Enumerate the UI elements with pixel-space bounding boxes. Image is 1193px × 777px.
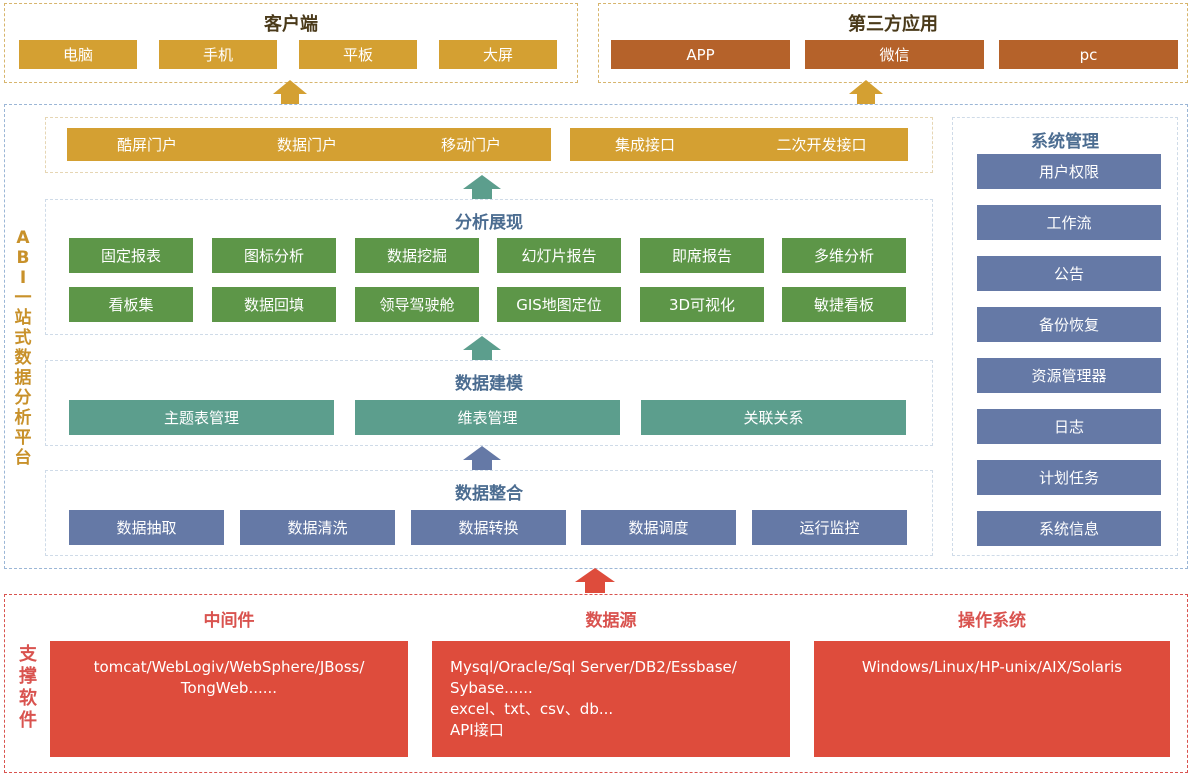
client-item-tablet: 平板 (299, 40, 417, 69)
middleware-line: TongWeb...... (180, 679, 278, 697)
portal-item-mobile: 移动门户 (440, 136, 501, 154)
arrow-stem (472, 459, 492, 470)
middleware-line: tomcat/WebLogiv/WebSphere/JBoss/ (93, 658, 365, 676)
modeling-title: 数据建模 (455, 374, 523, 394)
integration-item: 数据抽取 (69, 510, 224, 545)
portal-item-data: 数据门户 (276, 136, 337, 154)
system-item: 备份恢复 (977, 307, 1161, 342)
analysis-item: 看板集 (69, 287, 193, 322)
arrow-stem (472, 188, 492, 199)
arrow-stem (281, 93, 299, 104)
up-arrow-icon (575, 568, 615, 582)
analysis-item: 多维分析 (782, 238, 906, 273)
up-arrow-icon (273, 80, 307, 94)
datasource-line: API接口 (450, 721, 504, 739)
analysis-item: 即席报告 (640, 238, 764, 273)
system-item: 日志 (977, 409, 1161, 444)
modeling-item: 维表管理 (355, 400, 620, 435)
up-arrow-icon (463, 336, 501, 350)
client-item-phone: 手机 (159, 40, 277, 69)
portal-item-cool: 酷屏门户 (116, 136, 177, 154)
datasource-card: Mysql/Oracle/Sql Server/DB2/Essbase/ Syb… (432, 641, 790, 757)
arrow-stem (472, 349, 492, 360)
datasource-line: Mysql/Oracle/Sql Server/DB2/Essbase/ (450, 658, 737, 676)
up-arrow-icon (849, 80, 883, 94)
modeling-item: 主题表管理 (69, 400, 334, 435)
analysis-item: 数据挖掘 (355, 238, 479, 273)
integration-title: 数据整合 (455, 484, 523, 504)
analysis-item: 固定报表 (69, 238, 193, 273)
modeling-item: 关联关系 (641, 400, 906, 435)
datasource-line: excel、txt、csv、db... (450, 700, 614, 718)
integration-item: 数据转换 (411, 510, 566, 545)
analysis-item: 领导驾驶舱 (355, 287, 479, 322)
system-item: 资源管理器 (977, 358, 1161, 393)
integration-item: 数据调度 (581, 510, 736, 545)
analysis-item: 图标分析 (212, 238, 336, 273)
analysis-item: 数据回填 (212, 287, 336, 322)
client-title: 客户端 (264, 14, 318, 35)
platform-vertical-title: A B I 一 站 式 数 据 分 析 平 台 (14, 228, 32, 468)
system-item: 系统信息 (977, 511, 1161, 546)
third-party-title: 第三方应用 (848, 14, 938, 35)
analysis-title: 分析展现 (455, 213, 523, 233)
os-title: 操作系统 (958, 611, 1026, 631)
system-panel (952, 117, 1178, 556)
portal-panel (45, 117, 933, 173)
system-item: 计划任务 (977, 460, 1161, 495)
integration-panel (45, 470, 933, 556)
system-item: 用户权限 (977, 154, 1161, 189)
system-item: 工作流 (977, 205, 1161, 240)
support-panel (4, 594, 1188, 773)
integration-item: 运行监控 (752, 510, 907, 545)
analysis-item: GIS地图定位 (497, 287, 621, 322)
integration-item: 数据清洗 (240, 510, 395, 545)
interface-bar (570, 128, 908, 161)
os-card: Windows/Linux/HP-unix/AIX/Solaris (814, 641, 1170, 757)
modeling-panel (45, 360, 933, 446)
client-item-bigscreen: 大屏 (439, 40, 557, 69)
arrow-stem (857, 93, 875, 104)
system-item: 公告 (977, 256, 1161, 291)
up-arrow-icon (463, 175, 501, 189)
system-title: 系统管理 (1031, 132, 1099, 152)
analysis-panel (45, 199, 933, 335)
middleware-card: tomcat/WebLogiv/WebSphere/JBoss/ TongWeb… (50, 641, 408, 757)
analysis-item: 3D可视化 (640, 287, 764, 322)
analysis-item: 幻灯片报告 (497, 238, 621, 273)
client-item-pc: 电脑 (19, 40, 137, 69)
portal-bar (67, 128, 551, 161)
interface-item-dev: 二次开发接口 (776, 136, 867, 154)
datasource-title: 数据源 (585, 611, 637, 631)
interface-item-integration: 集成接口 (614, 136, 675, 154)
up-arrow-icon (463, 446, 501, 460)
third-party-panel (598, 3, 1188, 83)
middleware-title: 中间件 (203, 611, 255, 631)
third-party-item-pc: pc (999, 40, 1178, 69)
os-line: Windows/Linux/HP-unix/AIX/Solaris (861, 658, 1123, 676)
third-party-item-wechat: 微信 (805, 40, 984, 69)
third-party-item-app: APP (611, 40, 790, 69)
support-vertical-title: 支 撑 软 件 (19, 644, 37, 731)
arrow-stem (585, 581, 605, 593)
analysis-item: 敏捷看板 (782, 287, 906, 322)
datasource-line: Sybase...... (450, 679, 533, 697)
